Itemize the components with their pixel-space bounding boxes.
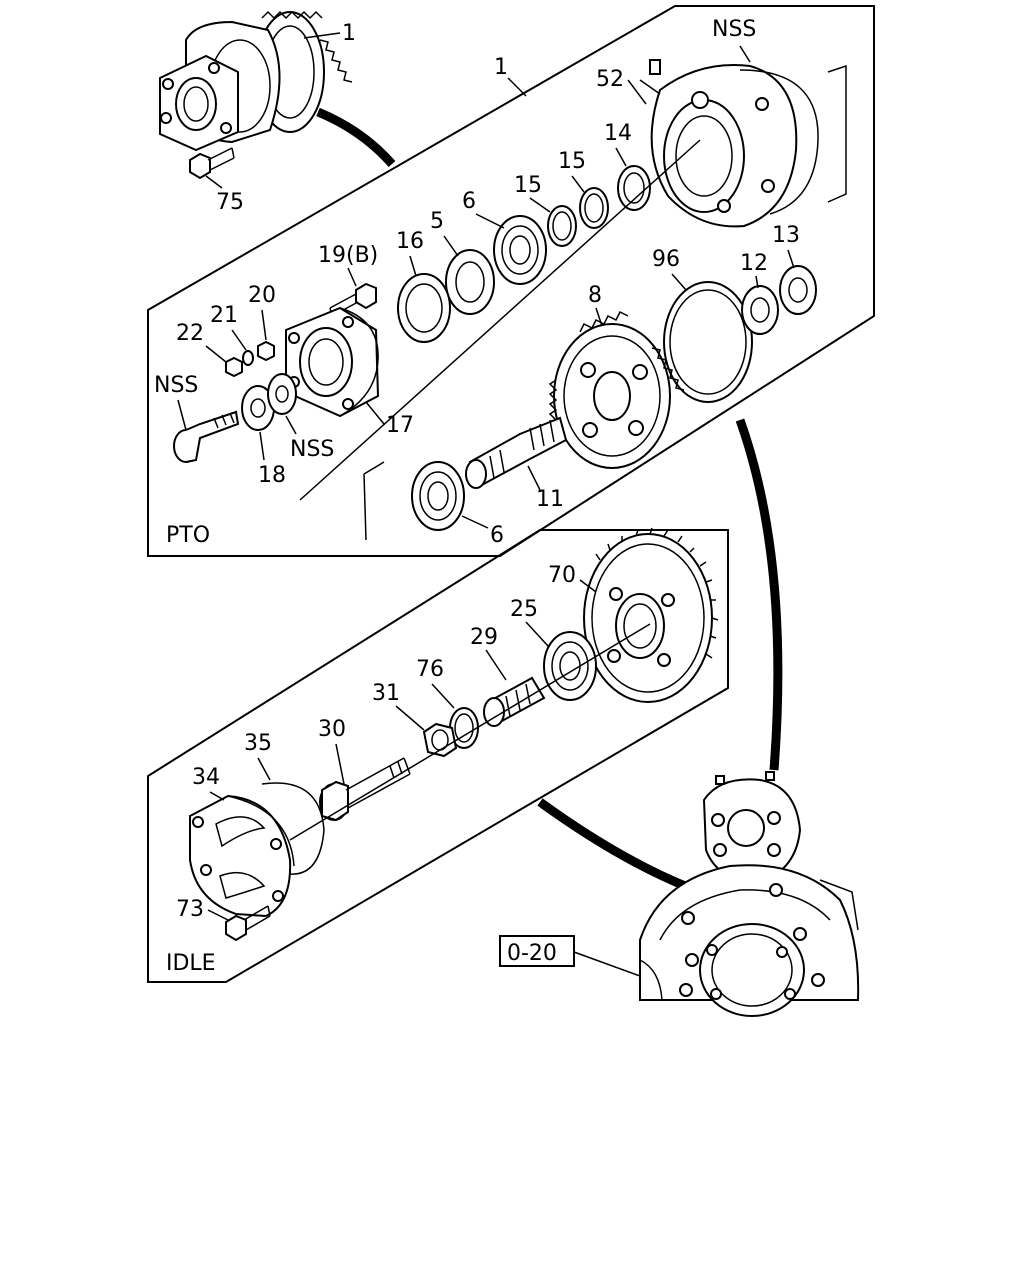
spacer-nss [267,373,297,415]
seal-5 [445,249,495,315]
callout-nss-mid: NSS [290,437,334,462]
callout-1-panel: 1 [494,55,508,80]
bolt-73 [225,905,271,942]
pto-location-pointer [735,418,783,771]
bearing-25 [543,631,597,701]
washer-21 [242,350,254,366]
callout-70: 70 [548,563,576,588]
callout-19b: 19(B) [318,243,378,268]
idle-location-pointer [537,798,692,893]
callout-29: 29 [470,625,498,650]
ring-96 [663,281,753,403]
callout-76: 76 [416,657,444,682]
callout-11: 11 [536,487,564,512]
shaft-11 [465,416,568,489]
nut-20 [257,340,275,362]
idle-panel-label: IDLE [166,951,216,976]
callout-31: 31 [372,681,400,706]
callout-15a: 15 [558,149,586,174]
callout-13: 13 [772,223,800,248]
nut-22 [225,356,243,378]
callout-1-top: 1 [342,21,356,46]
callout-75: 75 [216,190,244,215]
pto-panel-frame [147,5,875,557]
bearing-6-upper [493,215,547,285]
pto-axis-line [299,139,701,501]
idle-panel-frame [147,529,729,983]
callout-6b: 6 [490,523,504,548]
callout-21: 21 [210,303,238,328]
callout-6a: 6 [462,189,476,214]
callout-25: 25 [510,597,538,622]
snap-ring-15a [579,187,609,229]
seal-16 [397,273,451,343]
bearing-6-lower [363,461,465,541]
washer-12 [741,285,779,335]
callout-52: 52 [596,67,624,92]
pin-52 [639,59,661,95]
callout-12: 12 [740,251,768,276]
callout-nss-left: NSS [154,373,198,398]
callout-35: 35 [244,731,272,756]
snap-ring-15b [547,205,577,247]
flange-17 [285,306,380,418]
ring-14 [617,165,651,211]
callout-73: 73 [176,897,204,922]
callout-8: 8 [588,283,602,308]
bolt-30 [319,757,411,822]
callout-96: 96 [652,247,680,272]
callout-14: 14 [604,121,632,146]
callout-22: 22 [176,321,204,346]
callout-20: 20 [248,283,276,308]
bolt-75 [189,147,235,180]
callout-15b: 15 [514,173,542,198]
callout-18: 18 [258,463,286,488]
idle-cover-34 [189,794,295,918]
callout-16: 16 [396,229,424,254]
callout-30: 30 [318,717,346,742]
pto-rear-housing [650,64,847,228]
nut-31 [422,722,458,758]
callout-34: 34 [192,765,220,790]
idle-gear-70 [583,527,719,703]
assembly-pointer-arrow [316,107,396,167]
reference-label: 0-20 [507,941,557,966]
engine-gear-case [639,771,860,1017]
gear-8 [548,310,685,469]
pto-panel-label: PTO [166,523,210,548]
idle-axis-line [289,623,651,841]
reference-box[interactable] [499,935,575,967]
pto-assembly-unit [159,10,353,180]
washer-13 [779,265,817,315]
callout-5: 5 [430,209,444,234]
gasket-35 [261,782,325,875]
idle-shaft-29 [483,676,546,727]
callout-17: 17 [386,413,414,438]
callout-nss-top: NSS [712,17,756,42]
